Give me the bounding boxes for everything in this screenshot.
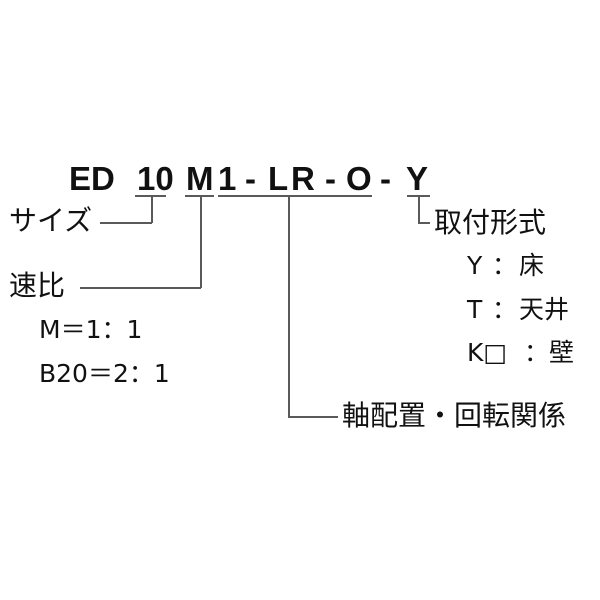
code-ratio: M [186, 160, 214, 197]
leader-size-horizontal [100, 222, 152, 224]
label-size: サイズ [9, 204, 93, 237]
label-mounting: 取付形式 [434, 206, 547, 239]
leader-shaft-vertical [288, 195, 290, 418]
leader-ratio-vertical [200, 195, 202, 288]
mounting-value-wall: 壁 [549, 338, 575, 367]
leader-mounting-horizontal [418, 222, 430, 224]
code-shaft-l: L [268, 160, 289, 197]
mounting-code-k: K□ [467, 338, 508, 367]
code-mounting: Y [406, 160, 429, 197]
separator: ： [492, 251, 518, 280]
code-shaft-r: R [291, 160, 315, 197]
code-shaft-o: O [346, 160, 372, 197]
speed-ratio-option-m: M＝1：1 [39, 315, 143, 344]
label-speed-ratio: 速比 [9, 269, 66, 302]
underline-shaft [218, 195, 372, 197]
mounting-value-ceiling: 天井 [519, 295, 570, 324]
underline-size [135, 195, 166, 197]
mounting-value-floor: 床 [519, 251, 545, 280]
mounting-code-t: T [467, 295, 483, 324]
code-dash-3: - [380, 160, 391, 197]
underline-ratio [185, 195, 214, 197]
leader-mounting-vertical [418, 195, 420, 224]
code-series: ED [69, 160, 115, 197]
separator: ： [524, 338, 550, 367]
leader-shaft-horizontal [288, 416, 338, 418]
code-dash-2: - [325, 160, 336, 197]
separator: ： [492, 295, 518, 324]
mounting-code-y: Y [467, 251, 483, 280]
leader-size-vertical [151, 195, 153, 223]
speed-ratio-option-b20: B20＝2：1 [39, 359, 170, 388]
leader-ratio-horizontal [80, 287, 201, 289]
label-shaft-arrangement: 軸配置・回転関係 [342, 399, 567, 432]
code-size: 10 [137, 160, 174, 197]
code-shaft-1: 1 [218, 160, 237, 197]
code-dash-1: - [245, 160, 256, 197]
